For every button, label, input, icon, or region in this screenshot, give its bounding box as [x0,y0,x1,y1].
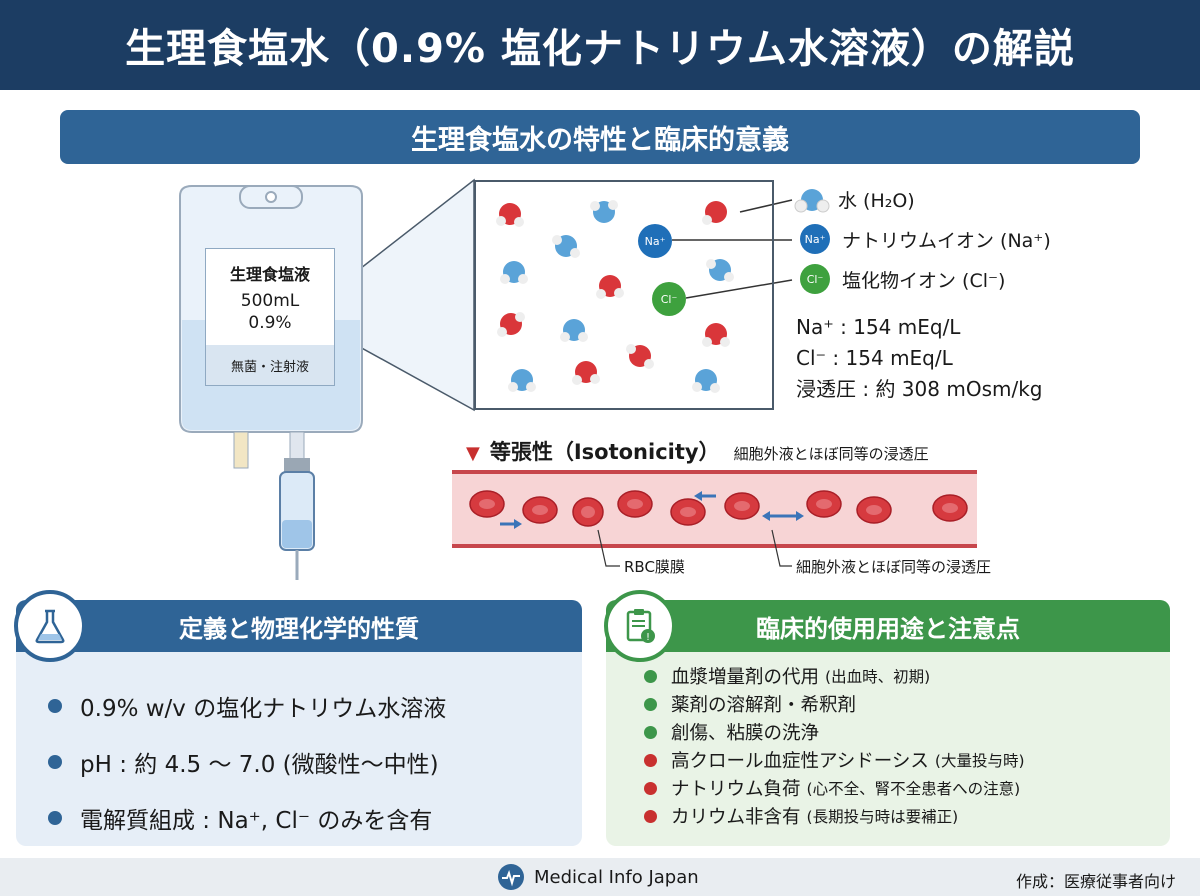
page-header: 生理食塩水（0.9% 塩化ナトリウム水溶液）の解説 [0,0,1200,90]
legend-sodium: Na⁺ ナトリウムイオン (Na⁺) [800,224,1051,254]
bag-volume: 500mL [240,291,300,311]
section-subtitle: 生理食塩水の特性と臨床的意義 [411,124,789,156]
definition-panel: 定義と物理化学的性質 [16,600,582,846]
definition-item-text: 電解質組成 : Na⁺, Cl⁻ のみを含有 [80,808,433,834]
svg-text:!: ! [646,632,650,643]
bullet-icon [644,725,657,739]
triangle-down-icon: ▼ [466,443,480,464]
clinical-list: 血漿増量剤の代用(出血時、初期)薬剤の溶解剤・希釈剤創傷、粘膜の洗浄高クロール血… [644,662,1025,830]
list-item: カリウム非含有 (長期投与時は要補正) [644,802,1025,830]
bag-sterile-note: 無菌・注射液 [206,345,334,385]
legend-chloride-label: 塩化物イオン (Cl⁻) [842,269,1006,292]
flow-arrows [500,491,804,529]
legend-water-label: 水 (H₂O) [838,190,915,212]
sodium-ion-marker: Na⁺ [638,224,672,258]
list-item: 創傷、粘膜の洗浄 [644,718,1025,746]
list-item: ナトリウム負荷 (心不全、腎不全患者への注意) [644,774,1025,802]
bullet-icon [48,755,62,769]
bag-product-name: 生理食塩液 [229,265,310,284]
concentration-stats: Na⁺ : 154 mEq/L Cl⁻ : 154 mEq/L 浸透圧 : 約 … [796,312,1042,405]
clinical-panel-title: 臨床的使用用途と注意点 [756,614,1020,643]
bag-concentration: 0.9% [248,313,292,333]
clinical-item-note: (長期投与時は要補正) [806,808,959,826]
clinical-item-text: カリウム非含有 [671,807,801,828]
stat-sodium: Na⁺ : 154 mEq/L [796,315,961,339]
drip-chamber-cap [284,458,310,472]
list-item: 0.9% w/v の塩化ナトリウム水溶液 [48,678,446,734]
isotonicity-subtitle: 細胞外液とほぼ同等の浸透圧 [733,445,929,463]
stat-chloride: Cl⁻ : 154 mEq/L [796,346,953,370]
list-item: 高クロール血症性アシドーシス (大量投与時) [644,746,1025,774]
definition-panel-header: 定義と物理化学的性質 [16,600,582,652]
clinical-panel-header: 臨床的使用用途と注意点 [606,600,1170,652]
brand-name: Medical Info Japan [534,866,699,888]
definition-item-text: 0.9% w/v の塩化ナトリウム水溶液 [80,696,447,722]
legend-chloride: Cl⁻ 塩化物イオン (Cl⁻) [800,264,1005,294]
footer-author: 作成：医療従事者向け [1015,872,1176,891]
iv-bag-hanger [239,185,303,209]
clinical-item-note: (出血時、初期) [825,668,931,686]
clinical-item-note: (心不全、腎不全患者への注意) [806,780,1021,798]
definition-item-text: pH : 約 4.5 〜 7.0 (微酸性〜中性) [80,752,439,778]
clinical-panel: 臨床的使用用途と注意点 [606,600,1170,846]
list-item: 薬剤の溶解剤・希釈剤 [644,690,1025,718]
legend-water: 水 (H₂O) [838,186,915,213]
chloride-legend-icon: Cl⁻ [800,264,830,294]
clinical-item-text: 薬剤の溶解剤・希釈剤 [671,695,857,716]
water-molecules [496,200,734,393]
stat-osmolality: 浸透圧 : 約 308 mOsm/kg [796,377,1043,401]
clinical-item-text: 高クロール血症性アシドーシス [671,751,929,772]
clinical-item-text: ナトリウム負荷 [671,779,801,800]
list-item: 電解質組成 : Na⁺, Cl⁻ のみを含有 [48,790,446,846]
clinical-item-note: (大量投与時) [934,752,1025,770]
bullet-icon [48,699,62,713]
footer-brand: Medical Info Japan [498,864,699,890]
definition-list: 0.9% w/v の塩化ナトリウム水溶液 pH : 約 4.5 〜 7.0 (微… [48,678,446,846]
membrane-label: RBC膜膜 [624,558,685,576]
section-subtitle-banner: 生理食塩水の特性と臨床的意義 [60,110,1140,164]
list-item: pH : 約 4.5 〜 7.0 (微酸性〜中性) [48,734,446,790]
chloride-ion-marker: Cl⁻ [652,282,686,316]
bullet-icon [644,753,657,767]
isotonicity-title: 等張性（Isotonicity） [489,440,720,464]
bullet-icon [48,811,62,825]
flask-icon [14,590,86,662]
bullet-icon [644,669,657,683]
bullet-icon [644,697,657,711]
blood-vessel-diagram [452,470,977,548]
footer-bar [0,858,1200,896]
magnified-solution-view [474,180,774,410]
definition-panel-title: 定義と物理化学的性質 [179,614,419,643]
iv-bag-label: 生理食塩液 500mL 0.9% 無菌・注射液 [205,248,335,386]
sodium-legend-icon: Na⁺ [800,224,830,254]
legend-sodium-label: ナトリウムイオン (Na⁺) [842,229,1051,252]
clinical-item-text: 創傷、粘膜の洗浄 [671,723,820,744]
clinical-item-text: 血漿増量剤の代用 [671,667,820,688]
isotonicity-heading: ▼ 等張性（Isotonicity） 細胞外液とほぼ同等の浸透圧 [466,436,929,466]
bullet-icon [644,781,657,795]
bullet-icon [644,809,657,823]
page-title: 生理食塩水（0.9% 塩化ナトリウム水溶液）の解説 [125,26,1075,72]
brand-logo-icon [498,864,524,890]
vessel-label-lines [597,529,792,567]
clipboard-alert-icon: ! [604,590,676,662]
osmotic-label: 細胞外液とほぼ同等の浸透圧 [796,558,992,576]
water-legend-icon [794,189,830,213]
list-item: 血漿増量剤の代用 (出血時、初期) [644,662,1025,690]
iv-bag-port-left [233,431,249,469]
